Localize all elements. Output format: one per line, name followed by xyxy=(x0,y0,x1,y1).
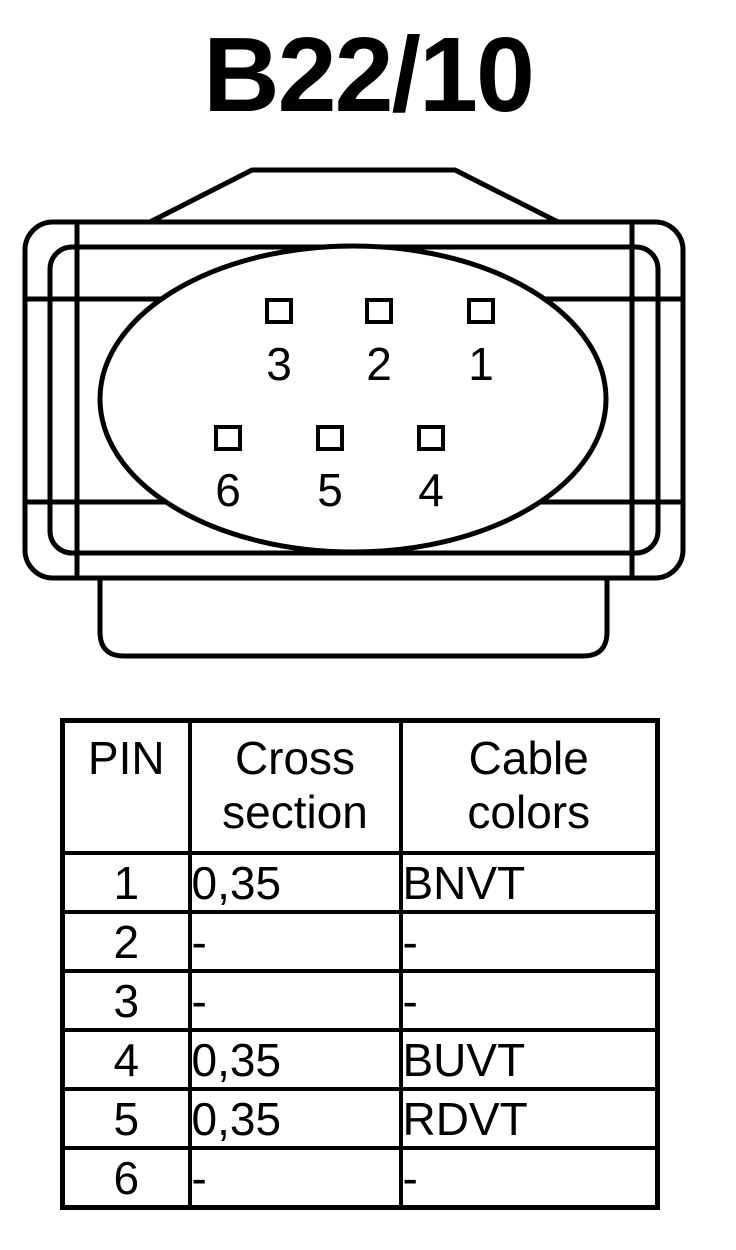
header-pin: PIN xyxy=(60,718,192,855)
pin-number-cell: 5 xyxy=(60,1087,192,1150)
cable-color-cell: - xyxy=(398,1146,660,1210)
table-row: 2 - - xyxy=(60,910,660,973)
pin-socket-3 xyxy=(265,298,293,324)
pin-label-1: 1 xyxy=(468,338,494,390)
cross-section-cell: - xyxy=(187,910,403,973)
table-row: 1 0,35 BNVT xyxy=(60,851,660,914)
pin-socket-5 xyxy=(316,425,344,451)
connector-bottom-tab xyxy=(97,578,610,659)
connector-outer-housing xyxy=(22,219,686,581)
connector-diagram: 3 2 1 6 5 4 xyxy=(22,167,686,659)
pin-socket-6 xyxy=(214,425,242,451)
cable-color-cell: - xyxy=(398,969,660,1032)
pin-group: 3 2 1 6 5 4 xyxy=(214,298,495,516)
pin-number-cell: 6 xyxy=(60,1146,192,1210)
table-row: 3 - - xyxy=(60,969,660,1032)
pin-number-cell: 3 xyxy=(60,969,192,1032)
connector-title: B22/10 xyxy=(203,16,535,134)
connector-key-tab xyxy=(148,167,560,225)
pin-socket-1 xyxy=(467,298,495,324)
pin-label-3: 3 xyxy=(266,338,292,390)
table-row: 4 0,35 BUVT xyxy=(60,1028,660,1091)
connector-oval-face xyxy=(97,243,609,555)
pin-number-cell: 1 xyxy=(60,851,192,914)
pin-label-6: 6 xyxy=(215,464,241,516)
pin-label-5: 5 xyxy=(317,464,343,516)
cross-section-cell: 0,35 xyxy=(187,851,403,914)
pin-socket-4 xyxy=(417,425,445,451)
pin-number-cell: 2 xyxy=(60,910,192,973)
cable-color-cell: - xyxy=(398,910,660,973)
table-row: 6 - - xyxy=(60,1146,660,1210)
cross-section-cell: 0,35 xyxy=(187,1028,403,1091)
cross-section-cell: - xyxy=(187,1146,403,1210)
pin-label-4: 4 xyxy=(418,464,444,516)
table-row: 5 0,35 RDVT xyxy=(60,1087,660,1150)
cross-section-cell: - xyxy=(187,969,403,1032)
pin-number-cell: 4 xyxy=(60,1028,192,1091)
cable-color-cell: BNVT xyxy=(398,851,660,914)
cable-color-cell: RDVT xyxy=(398,1087,660,1150)
cross-section-cell: 0,35 xyxy=(187,1087,403,1150)
cable-color-cell: BUVT xyxy=(398,1028,660,1091)
pin-label-2: 2 xyxy=(366,338,392,390)
pin-socket-2 xyxy=(365,298,393,324)
